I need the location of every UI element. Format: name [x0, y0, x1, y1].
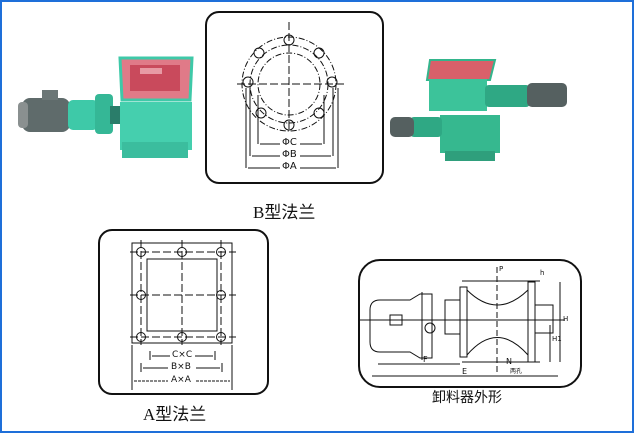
- label-p: P: [499, 265, 504, 273]
- label-n: N: [506, 357, 512, 366]
- label-h1: H1: [552, 335, 562, 343]
- photo-rotary-valve-right: [385, 55, 575, 165]
- photo-rotary-valve-left: [10, 50, 195, 165]
- dim-cxc: C×C: [172, 350, 193, 360]
- label-h-small: h: [540, 269, 545, 277]
- a-flange-caption: A型法兰: [143, 405, 207, 424]
- dim-phi-c: ΦC: [282, 137, 297, 148]
- outline-caption: 卸料器外形: [432, 391, 502, 406]
- label-note: 两孔: [510, 368, 523, 375]
- dim-phi-b: ΦB: [282, 149, 297, 160]
- b-flange-card: [205, 11, 384, 184]
- b-flange-caption: B型法兰: [253, 203, 316, 222]
- dim-phi-a: ΦA: [282, 161, 297, 172]
- dim-bxb: B×B: [171, 362, 191, 372]
- label-f: F: [423, 355, 428, 364]
- label-h: H: [563, 315, 569, 323]
- label-e: E: [462, 367, 468, 376]
- dim-axa: A×A: [171, 375, 191, 385]
